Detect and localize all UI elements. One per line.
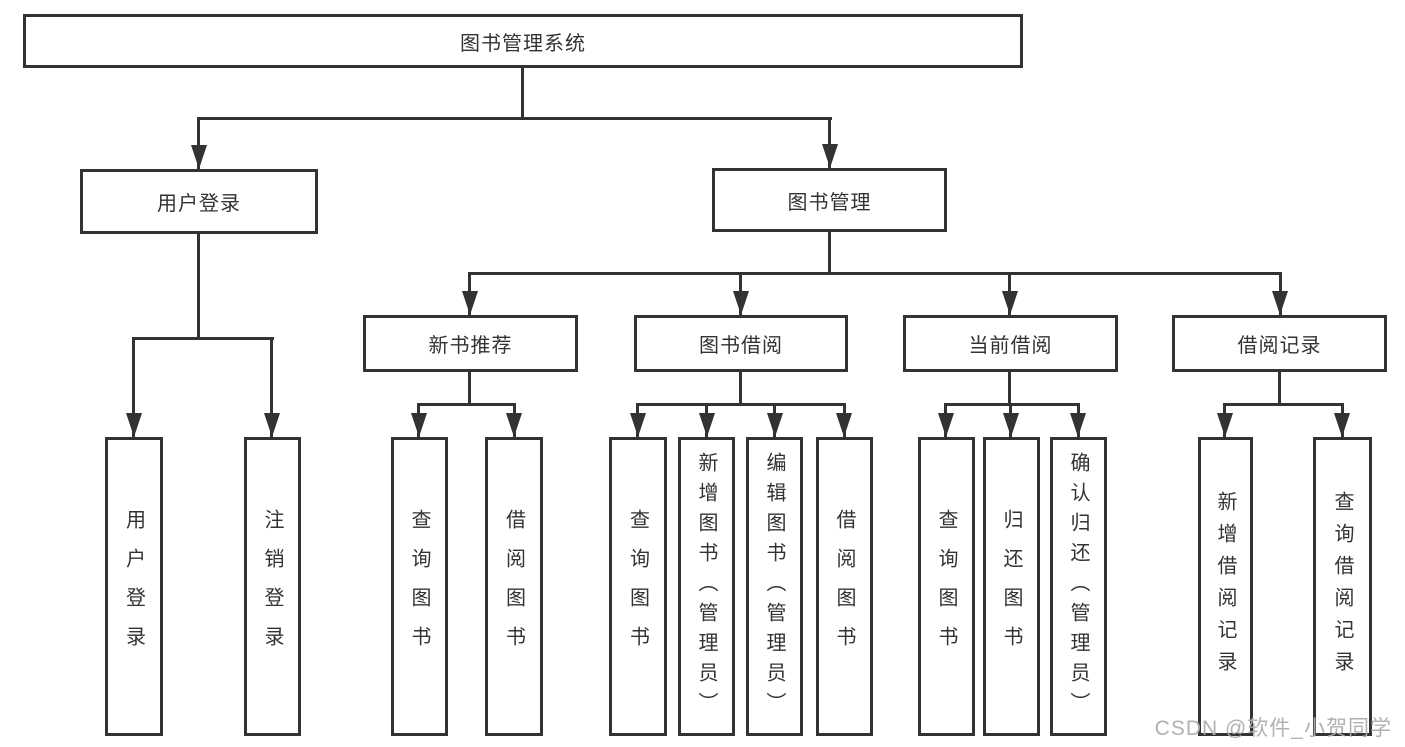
leaf-bb-query-book: 查询图书 xyxy=(609,437,667,736)
arrowhead-down xyxy=(1003,413,1019,437)
arrowhead-down xyxy=(822,144,838,168)
leaf-bb-add-book-admin-label: 新增图书（管理员） xyxy=(695,451,717,722)
connector-line xyxy=(468,272,1282,275)
connector-line xyxy=(197,234,200,337)
arrowhead-down xyxy=(630,413,646,437)
node-root: 图书管理系统 xyxy=(23,14,1023,68)
connector-line xyxy=(270,337,273,437)
leaf-br-query-record-label: 查询借阅记录 xyxy=(1331,490,1353,683)
leaf-bb-edit-book-admin: 编辑图书（管理员） xyxy=(746,437,803,736)
leaf-nbr-borrow-book: 借阅图书 xyxy=(485,437,543,736)
leaf-br-query-record: 查询借阅记录 xyxy=(1313,437,1372,736)
node-new-book-recommend: 新书推荐 xyxy=(363,315,578,372)
leaf-bb-borrow-book-label: 借阅图书 xyxy=(833,508,855,665)
arrowhead-down xyxy=(1217,413,1233,437)
connector-line xyxy=(828,117,831,168)
leaf-cb-return-book-label: 归还图书 xyxy=(1000,508,1022,665)
leaf-cb-confirm-return-admin: 确认归还（管理员） xyxy=(1050,437,1107,736)
node-book-borrow-label: 图书借阅 xyxy=(699,335,783,357)
connector-line xyxy=(1008,372,1011,403)
leaf-cb-return-book: 归还图书 xyxy=(983,437,1040,736)
connector-line xyxy=(197,117,832,120)
leaf-user-login: 用户登录 xyxy=(105,437,163,736)
connector-line xyxy=(468,372,471,403)
connector-line xyxy=(1278,372,1281,403)
leaf-nbr-borrow-book-label: 借阅图书 xyxy=(502,508,525,665)
arrowhead-down xyxy=(1272,291,1288,315)
connector-line xyxy=(1223,403,1344,406)
connector-line xyxy=(132,337,274,340)
leaf-nbr-query-book-label: 查询图书 xyxy=(408,508,430,665)
node-current-borrow: 当前借阅 xyxy=(903,315,1118,372)
connector-line xyxy=(197,117,200,169)
node-new-book-recommend-label: 新书推荐 xyxy=(428,335,513,357)
leaf-bb-add-book-admin: 新增图书（管理员） xyxy=(678,437,735,736)
leaf-nbr-query-book: 查询图书 xyxy=(391,437,448,736)
arrowhead-down xyxy=(506,413,522,437)
arrowhead-down xyxy=(462,291,478,315)
arrowhead-down xyxy=(1002,291,1018,315)
node-borrow-record: 借阅记录 xyxy=(1172,315,1387,372)
node-book-borrow: 图书借阅 xyxy=(634,315,848,372)
connector-line xyxy=(944,403,1080,406)
connector-line xyxy=(828,232,831,273)
leaf-cb-query-book-label: 查询图书 xyxy=(935,508,957,665)
node-book-management: 图书管理 xyxy=(712,168,947,232)
arrowhead-down xyxy=(191,145,207,169)
arrowhead-down xyxy=(264,413,280,437)
connector-line xyxy=(739,372,742,403)
node-borrow-record-label: 借阅记录 xyxy=(1237,335,1322,357)
arrowhead-down xyxy=(411,413,427,437)
leaf-br-add-record: 新增借阅记录 xyxy=(1198,437,1253,736)
node-root-label: 图书管理系统 xyxy=(460,32,586,55)
arrowhead-down xyxy=(938,413,954,437)
leaf-cb-query-book: 查询图书 xyxy=(918,437,975,736)
connector-line xyxy=(636,403,846,406)
leaf-logout: 注销登录 xyxy=(244,437,301,736)
leaf-bb-query-book-label: 查询图书 xyxy=(626,508,649,665)
leaf-bb-edit-book-admin-label: 编辑图书（管理员） xyxy=(763,451,785,722)
connector-line xyxy=(521,68,524,117)
arrowhead-down xyxy=(767,413,783,437)
node-current-borrow-label: 当前借阅 xyxy=(968,335,1053,357)
leaf-bb-borrow-book: 借阅图书 xyxy=(816,437,873,736)
arrowhead-down xyxy=(126,413,142,437)
arrowhead-down xyxy=(1334,413,1350,437)
leaf-user-login-label: 用户登录 xyxy=(122,508,145,665)
node-book-management-label: 图书管理 xyxy=(787,191,872,214)
node-user-login: 用户登录 xyxy=(80,169,318,234)
csdn-watermark: CSDN @软件_小贺同学 xyxy=(1154,717,1392,740)
node-user-login-label: 用户登录 xyxy=(157,193,241,215)
leaf-cb-confirm-return-admin-label: 确认归还（管理员） xyxy=(1067,451,1089,722)
connector-line xyxy=(417,403,516,406)
leaf-logout-label: 注销登录 xyxy=(261,508,283,665)
arrowhead-down xyxy=(699,413,715,437)
arrowhead-down xyxy=(733,291,749,315)
connector-line xyxy=(132,337,135,437)
arrowhead-down xyxy=(836,413,852,437)
leaf-br-add-record-label: 新增借阅记录 xyxy=(1214,490,1236,683)
arrowhead-down xyxy=(1070,413,1086,437)
